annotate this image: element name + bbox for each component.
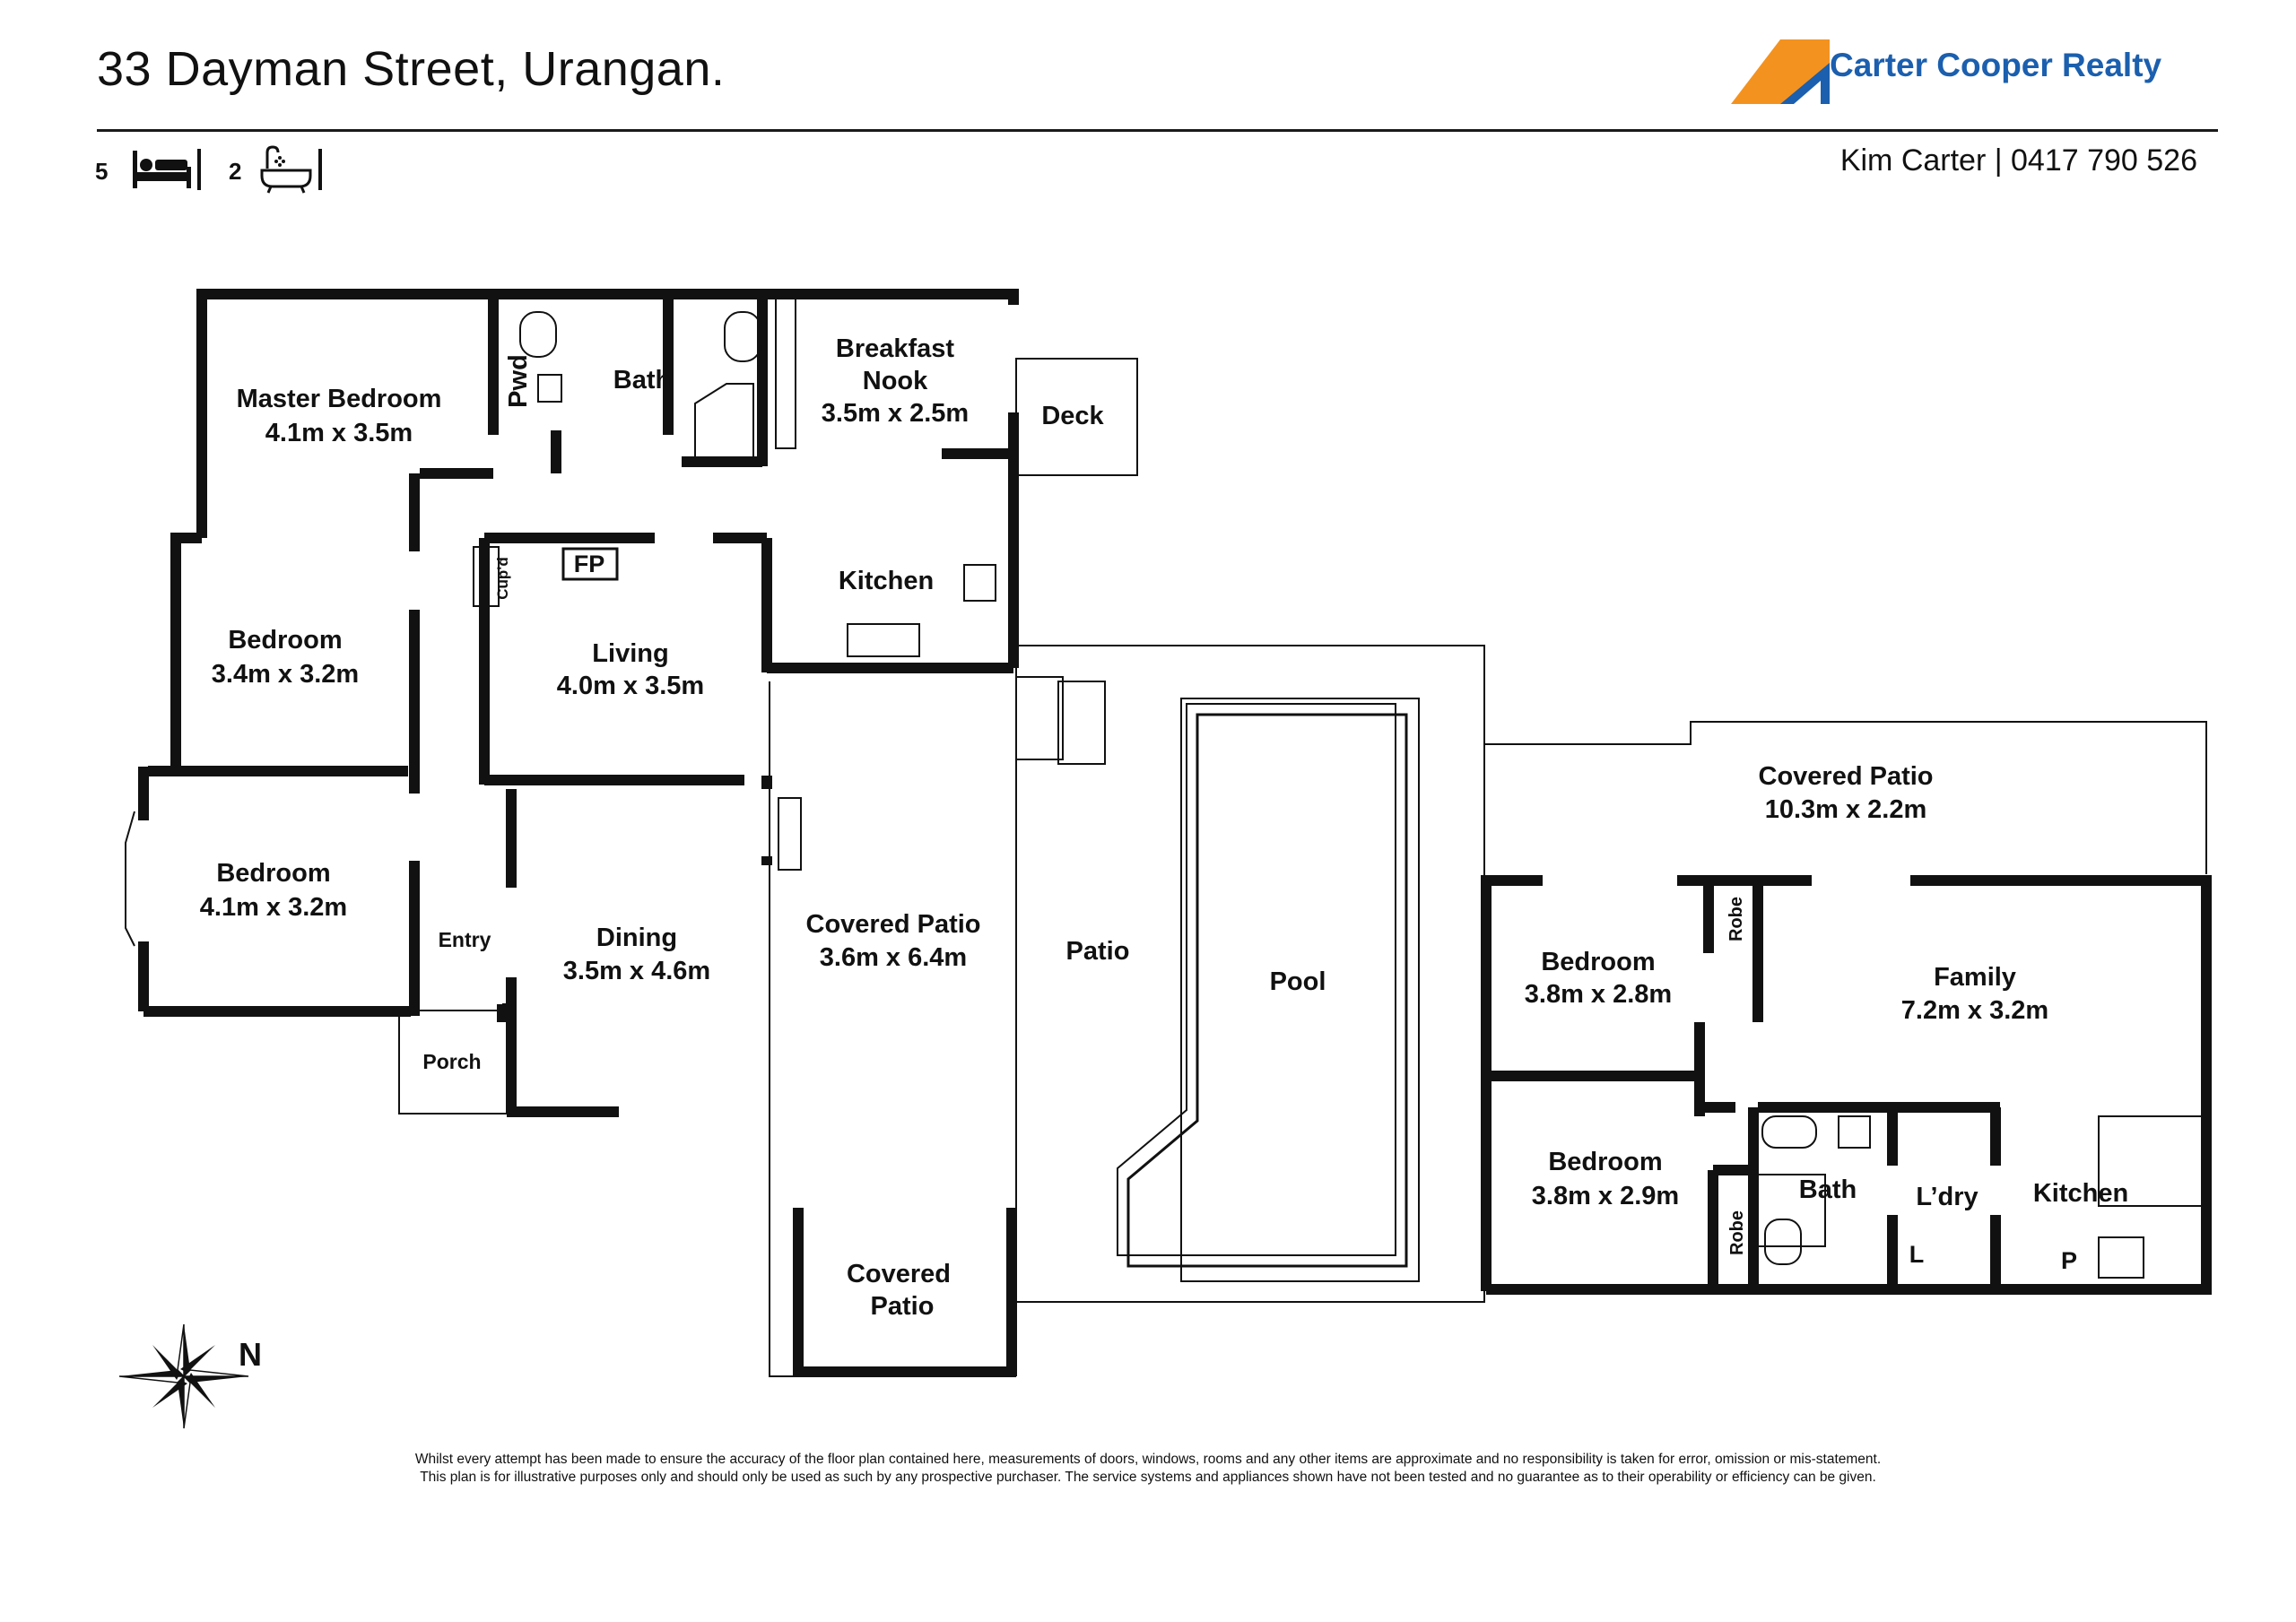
agent-contact: Kim Carter | 0417 790 526 <box>1839 143 2197 178</box>
pool-label: Pool <box>1270 967 1326 996</box>
laundry-label: L’dry <box>1916 1183 1978 1211</box>
bedroom-2-size: 3.4m x 3.2m <box>212 660 359 689</box>
compass-north-label: N <box>239 1336 262 1373</box>
cupboard-label: Cup'd <box>494 557 511 599</box>
laundry-l-mark: L <box>1909 1241 1925 1268</box>
living-name: Living <box>592 639 668 668</box>
bath-icon <box>260 145 312 194</box>
kitchen-2-label: Kitchen <box>2033 1179 2128 1208</box>
disclaimer-line-2: This plan is for illustrative purposes o… <box>420 1470 1876 1485</box>
kitchen-main-label: Kitchen <box>839 567 934 595</box>
covered-patio-1-name: Covered Patio <box>806 910 981 939</box>
breakfast-nook-name1: Breakfast <box>836 334 955 363</box>
dining-size: 3.5m x 4.6m <box>563 957 710 985</box>
porch-label: Porch <box>422 1050 481 1073</box>
shower-icon <box>1757 1174 1826 1247</box>
bedroom-count: 5 <box>95 158 109 185</box>
robe-1-label: Robe <box>1726 897 1746 941</box>
stat-separator <box>197 149 201 190</box>
basin-icon <box>537 374 562 403</box>
covered-patio-2-name1: Covered <box>847 1260 951 1288</box>
tub-icon <box>1838 1115 1871 1149</box>
brand-name: Carter Cooper Realty <box>1830 47 2162 83</box>
fixtures <box>473 311 2203 1279</box>
master-bedroom-size: 4.1m x 3.5m <box>265 419 413 447</box>
living-size: 4.0m x 3.5m <box>557 672 704 700</box>
sink-icon <box>847 623 920 657</box>
walls <box>138 289 2212 1377</box>
patio-label: Patio <box>1066 937 1130 966</box>
bedroom-5-size: 3.8m x 2.9m <box>1532 1182 1679 1210</box>
entry-label: Entry <box>439 928 491 951</box>
deck-label: Deck <box>1041 402 1104 430</box>
covered-patio-1-size: 3.6m x 6.4m <box>820 943 967 972</box>
bedroom-2-name: Bedroom <box>228 626 342 655</box>
stat-separator <box>318 149 322 190</box>
bedroom-4-name: Bedroom <box>1541 948 1655 976</box>
toilet-icon <box>1764 1219 1802 1265</box>
exterior-outlines <box>125 295 2207 1377</box>
fireplace-icon <box>561 547 619 581</box>
property-address-title: 33 Dayman Street, Urangan. <box>97 42 726 96</box>
bath-main-label: Bath <box>613 366 671 395</box>
covered-patio-3-size: 10.3m x 2.2m <box>1765 795 1927 824</box>
toilet-icon <box>519 311 557 358</box>
bath-basin-icon <box>724 311 761 362</box>
covered-patio-3-name: Covered Patio <box>1759 762 1934 791</box>
robe-2-label: Robe <box>1727 1210 1747 1255</box>
bedroom-4-size: 3.8m x 2.8m <box>1525 980 1672 1009</box>
fireplace-label: FP <box>574 551 605 577</box>
basin-icon <box>1761 1115 1817 1149</box>
family-size: 7.2m x 3.2m <box>1901 996 2048 1025</box>
pwd-label: Pwd <box>504 354 533 408</box>
bedroom-3-size: 4.1m x 3.2m <box>200 893 347 922</box>
cupboard-icon <box>473 546 500 607</box>
compass-rose-icon <box>118 1323 249 1429</box>
carter-cooper-logo <box>1731 39 1830 104</box>
breakfast-nook-name2: Nook <box>863 367 928 395</box>
family-name: Family <box>1934 963 2016 992</box>
disclaimer: Whilst every attempt has been made to en… <box>215 1451 2081 1487</box>
pantry-p-mark: P <box>2061 1247 2077 1274</box>
covered-patio-2-name2: Patio <box>871 1292 935 1321</box>
shower-icon <box>694 383 754 458</box>
dining-name: Dining <box>596 924 677 952</box>
disclaimer-line-1: Whilst every attempt has been made to en… <box>414 1452 1882 1467</box>
bedroom-3-name: Bedroom <box>216 859 330 888</box>
logo-window-shape <box>1794 81 1821 104</box>
bath-2-label: Bath <box>1799 1175 1857 1204</box>
room-labels: Master Bedroom 4.1m x 3.5m Pwd Bath Brea… <box>200 334 2128 1321</box>
header-divider <box>97 129 2218 132</box>
cooktop-icon <box>963 564 996 602</box>
breakfast-nook-size: 3.5m x 2.5m <box>822 399 969 428</box>
cooktop-icon <box>2098 1236 2144 1279</box>
bedroom-5-name: Bedroom <box>1548 1148 1662 1176</box>
master-bedroom-name: Master Bedroom <box>237 385 442 413</box>
bed-icon <box>133 151 191 188</box>
kitchen-bench-icon <box>2098 1115 2203 1207</box>
bathroom-count: 2 <box>229 158 242 185</box>
